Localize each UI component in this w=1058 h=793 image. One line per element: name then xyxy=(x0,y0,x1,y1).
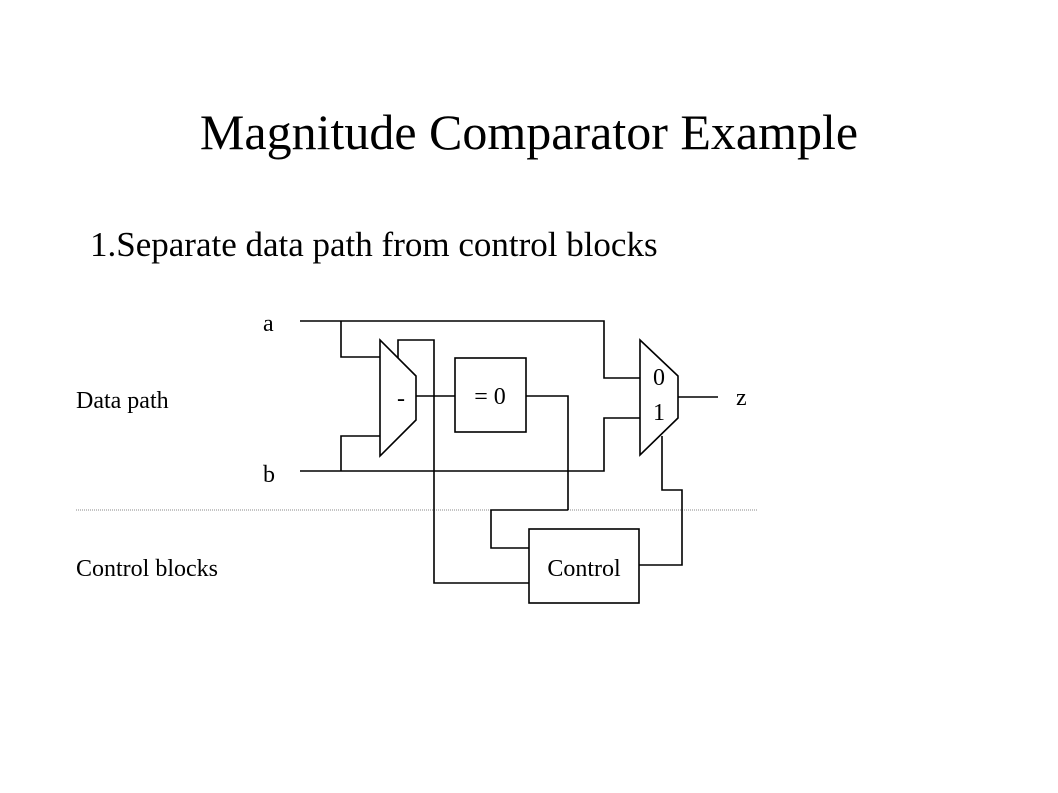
input-a-label: a xyxy=(263,311,274,337)
input-b-label: b xyxy=(263,462,275,488)
wire-zero-into-control xyxy=(490,509,568,549)
wire-control-to-mux-select xyxy=(639,436,683,566)
zero-check-block xyxy=(454,357,527,433)
control-blocks-label: Control blocks xyxy=(76,556,218,582)
wire-a-to-mux xyxy=(300,320,640,379)
slide-title: Magnitude Comparator Example xyxy=(199,104,859,160)
wire-b-to-mux xyxy=(300,417,640,472)
zero-check-label: = 0 xyxy=(474,384,506,410)
data-path-label: Data path xyxy=(76,388,169,414)
control-block xyxy=(528,528,640,604)
bullet-point: 1.Separate data path from control blocks xyxy=(90,225,658,264)
wire-zero-to-control xyxy=(526,395,569,510)
subtractor-label: - xyxy=(397,386,405,412)
mux-input-1-label: 1 xyxy=(653,400,665,426)
wire-a-to-subtractor xyxy=(340,321,380,358)
wire-b-to-subtractor xyxy=(340,435,380,471)
control-label: Control xyxy=(547,556,621,582)
mux-input-0-label: 0 xyxy=(653,365,665,391)
output-z-label: z xyxy=(736,385,747,411)
wire-control-to-subtractor xyxy=(397,339,529,584)
mux-block xyxy=(639,338,679,457)
subtractor-block xyxy=(379,338,417,458)
